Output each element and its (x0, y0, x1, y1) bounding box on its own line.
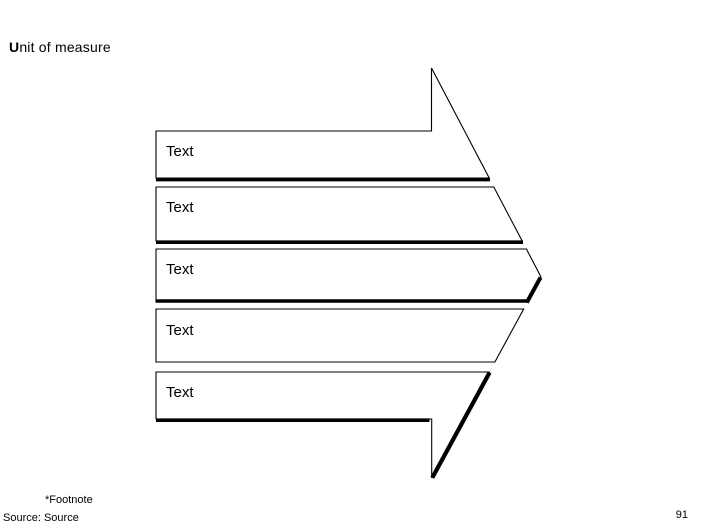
arrow-band-5-label: Text (166, 384, 194, 401)
arrow-band-4-label: Text (166, 322, 194, 339)
band-3-tip-shadow-line (525, 276, 543, 304)
arrow-band-4-shape (155, 308, 525, 363)
arrow-band-1-label: Text (166, 143, 194, 160)
arrow-band-1-shape (155, 67, 491, 179)
slide-title: Unit of measure (9, 39, 111, 55)
footnote-text: *Footnote (45, 494, 93, 506)
arrow-band-2-label: Text (166, 199, 194, 216)
arrow-band-3-shape (155, 248, 542, 303)
arrow-band-5-shape (155, 371, 491, 479)
band-5-wing-shadow-line (430, 371, 492, 479)
arrow-band-3-label: Text (166, 261, 194, 278)
source-text: Source: Source (3, 512, 79, 524)
page-number: 91 (675, 509, 688, 521)
arrow-band-2-shape (155, 186, 524, 242)
